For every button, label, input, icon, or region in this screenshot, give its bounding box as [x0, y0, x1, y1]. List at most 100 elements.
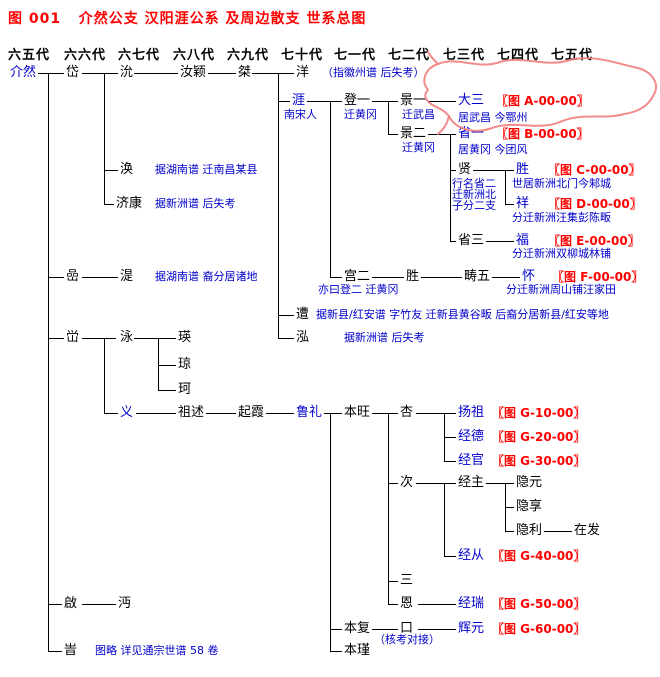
annotation-note: 南宋人 — [284, 108, 317, 121]
figure-reference: 〖图 B-00-00〗 — [496, 127, 589, 141]
person-node: 瑛 — [178, 330, 192, 345]
connector-line-horizontal — [82, 604, 116, 605]
connector-line-horizontal — [278, 101, 290, 102]
person-node: 省一 — [458, 126, 485, 141]
figure-reference: 〖图 D-00-00〗 — [548, 197, 642, 211]
connector-line-vertical — [158, 338, 159, 391]
annotation-note: 分迁新洲汪集彭陈畈 — [512, 211, 611, 224]
person-node: 经从 — [458, 548, 485, 563]
connector-line-horizontal — [278, 315, 294, 316]
connector-line-vertical — [450, 134, 451, 242]
person-node: 济康 — [116, 196, 143, 211]
connector-line-horizontal — [48, 604, 62, 605]
connector-line-vertical — [330, 413, 331, 652]
connector-line-horizontal — [418, 629, 456, 630]
connector-line-horizontal — [330, 277, 342, 278]
connector-line-horizontal — [48, 338, 64, 339]
person-node: 起霞 — [238, 405, 265, 420]
generation-header: 六九代 — [227, 48, 270, 63]
connector-line-horizontal — [158, 390, 176, 391]
connector-line-vertical — [388, 101, 389, 135]
connector-line-horizontal — [421, 277, 462, 278]
person-node: 景二 — [400, 126, 427, 141]
generation-header: 七十代 — [281, 48, 324, 63]
person-node: 贤 — [458, 162, 472, 177]
connector-line-horizontal — [450, 241, 456, 242]
person-node: 恩 — [400, 596, 414, 611]
figure-reference: 〖图 G-50-00〗 — [492, 597, 586, 611]
generation-header: 六六代 — [64, 48, 107, 63]
person-node: 大三 — [458, 93, 485, 108]
annotation-note: 据湖南谱 裔分居诸地 — [155, 270, 258, 283]
person-node: 宫二 — [344, 269, 371, 284]
person-node: 桀 — [238, 65, 252, 80]
generation-header: 七二代 — [388, 48, 431, 63]
connector-line-horizontal — [388, 581, 398, 582]
annotation-note: 据新洲谱 后失考 — [344, 331, 425, 344]
person-node: 涯 — [292, 93, 306, 108]
generation-header: 七三代 — [443, 48, 486, 63]
connector-line-vertical — [48, 73, 49, 652]
person-node: 经主 — [458, 475, 485, 490]
person-node: 峃 — [66, 330, 80, 345]
figure-reference: 〖图 A-00-00〗 — [496, 94, 589, 108]
person-node: 辉元 — [458, 621, 485, 636]
person-node: 胜 — [406, 269, 420, 284]
connector-line-horizontal — [266, 413, 294, 414]
person-node: 涣 — [120, 162, 134, 177]
annotation-note: 子分二支 — [452, 199, 496, 212]
person-node: 隐元 — [516, 475, 543, 490]
person-node: 登一 — [344, 93, 371, 108]
connector-line-horizontal — [372, 101, 398, 102]
annotation-note: 居武昌 今鄂州 — [458, 111, 528, 124]
annotation-note: 世居新洲北门今邾城 — [512, 177, 611, 190]
person-node: 胜 — [516, 162, 530, 177]
connector-line-horizontal — [134, 338, 176, 339]
person-node: 沔 — [118, 596, 132, 611]
annotation-note: 图略 详见通宗世谱 58 卷 — [95, 644, 219, 657]
connector-line-horizontal — [278, 338, 294, 339]
connector-line-horizontal — [416, 483, 456, 484]
person-node: 本复 — [344, 621, 371, 636]
annotation-note: 亦曰登二 迁黄冈 — [318, 283, 399, 296]
connector-line-horizontal — [492, 277, 520, 278]
connector-line-horizontal — [38, 73, 64, 74]
connector-line-horizontal — [136, 413, 176, 414]
connector-line-vertical — [330, 101, 331, 278]
annotation-note: 据新洲谱 后失考 — [155, 197, 236, 210]
connector-line-horizontal — [450, 170, 456, 171]
connector-line-horizontal — [416, 413, 456, 414]
figure-reference: 〖图 G-20-00〗 — [492, 430, 586, 444]
annotation-note: 行名省二 — [452, 177, 496, 190]
connector-line-horizontal — [48, 277, 64, 278]
connector-line-horizontal — [388, 134, 398, 135]
person-node: 珂 — [178, 382, 192, 397]
person-node: 省三 — [458, 233, 485, 248]
connector-line-horizontal — [444, 461, 456, 462]
generation-header: 六八代 — [173, 48, 216, 63]
figure-reference: 〖图 C-00-00〗 — [548, 163, 641, 177]
person-node: 怀 — [522, 269, 536, 284]
generation-header: 六五代 — [8, 48, 51, 63]
connector-line-horizontal — [505, 531, 514, 532]
annotation-note: 迁新洲北 — [452, 188, 496, 201]
person-node: 义 — [120, 405, 134, 420]
annotation-note: （指徽州谱 后失考） — [322, 66, 425, 79]
connector-line-vertical — [104, 73, 105, 205]
connector-line-horizontal — [372, 413, 398, 414]
connector-line-horizontal — [252, 73, 294, 74]
annotation-note: 分迁新洲周山铺汪家田 — [506, 283, 616, 296]
connector-line-horizontal — [418, 604, 456, 605]
connector-line-horizontal — [104, 170, 118, 171]
person-node: 隐利 — [516, 523, 543, 538]
connector-line-vertical — [278, 73, 279, 339]
person-node: 本瑾 — [344, 643, 371, 658]
connector-line-horizontal — [544, 531, 572, 532]
connector-line-vertical — [104, 338, 105, 414]
connector-line-vertical — [505, 170, 506, 205]
figure-reference: 〖图 E-00-00〗 — [548, 234, 640, 248]
connector-line-horizontal — [206, 413, 236, 414]
connector-line-vertical — [388, 413, 389, 605]
person-node: 沇 — [120, 65, 134, 80]
